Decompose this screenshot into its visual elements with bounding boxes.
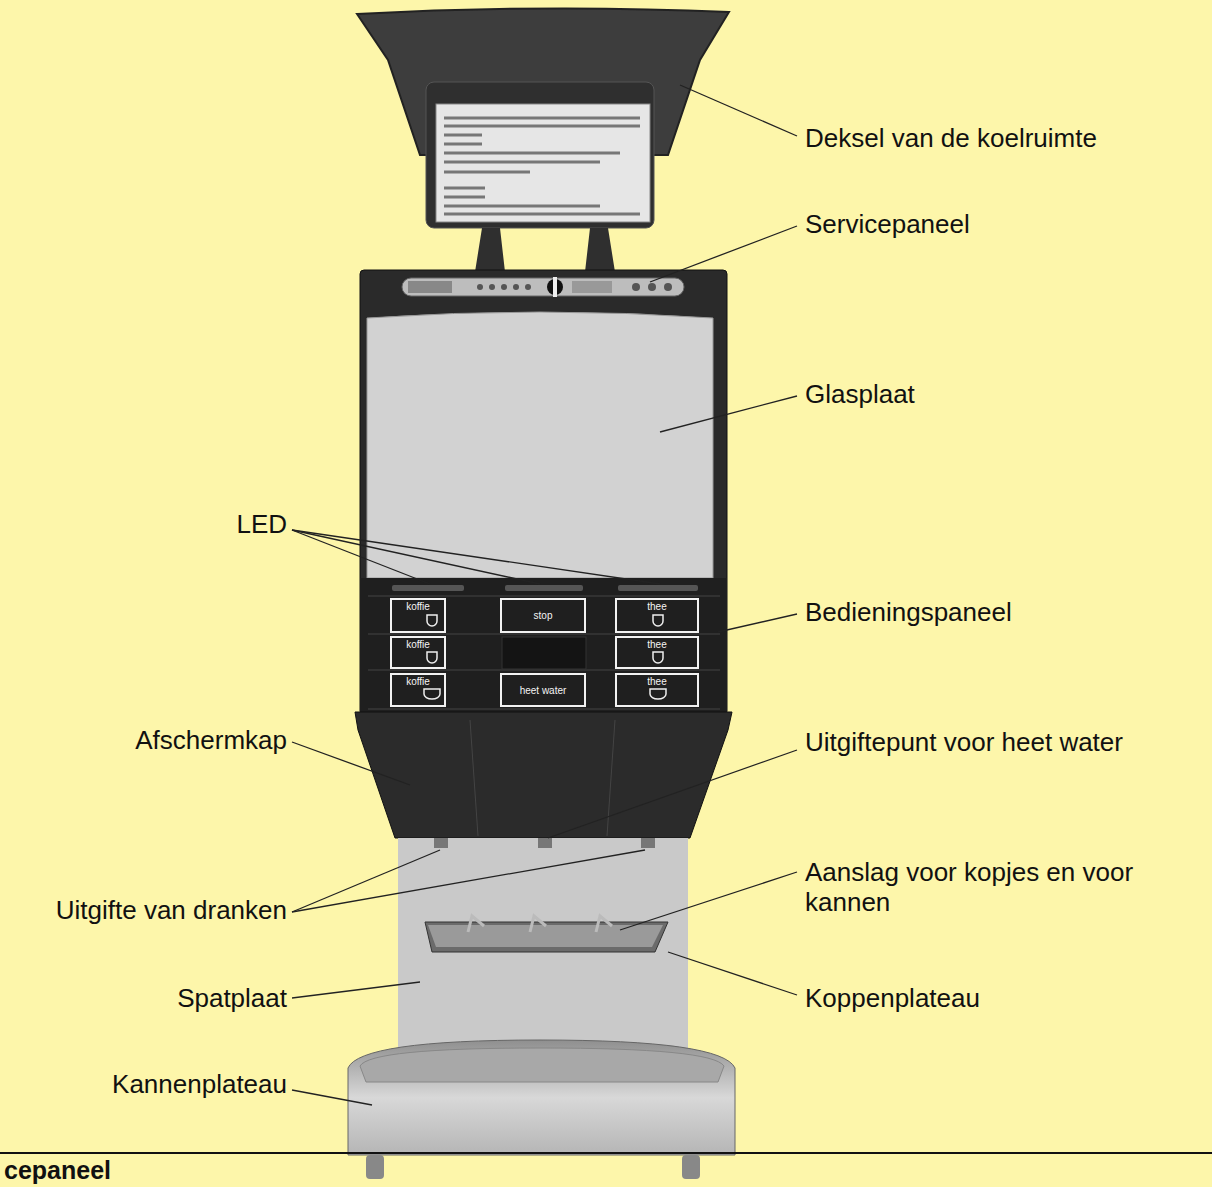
- drink-button: thee: [615, 636, 699, 669]
- part-label: Uitgifte van dranken: [56, 895, 287, 925]
- button-label: heet water: [520, 685, 567, 696]
- part-label: Glasplaat: [805, 379, 915, 409]
- glass-plate: [367, 312, 713, 578]
- button-label: stop: [534, 610, 553, 621]
- drink-button: stop: [500, 598, 586, 633]
- part-label: Aanslag voor kopjes en voor kannen: [805, 857, 1200, 917]
- leader-lines: [292, 85, 797, 1105]
- part-label: LED: [236, 509, 287, 539]
- drink-button: thee: [615, 598, 699, 633]
- part-label: Deksel van de koelruimte: [805, 123, 1097, 153]
- section-heading: cepaneel: [4, 1155, 111, 1185]
- cup-tray-grid: [428, 925, 663, 947]
- service-panel: [402, 278, 684, 296]
- part-label: Bedieningspaneel: [805, 597, 1012, 627]
- nozzles: [434, 838, 655, 848]
- button-label: koffie: [406, 601, 430, 612]
- button-label: koffie: [406, 639, 430, 650]
- jug-tray: [348, 1040, 735, 1155]
- drink-button: koffie: [390, 598, 446, 633]
- control-panel: [360, 578, 727, 712]
- service-panel-controls: [408, 277, 672, 297]
- lid-frame: [426, 82, 654, 228]
- part-label: Uitgiftepunt voor heet water: [805, 727, 1123, 757]
- shield-cap: [355, 712, 732, 838]
- led-strips: [392, 585, 698, 591]
- lid-screen: [436, 104, 650, 222]
- button-label: thee: [647, 639, 666, 650]
- blank-button: [502, 637, 586, 669]
- jug-tray-grid: [360, 1048, 724, 1082]
- cap-ribs: [470, 720, 615, 836]
- splash-plate: [398, 838, 688, 1053]
- panel-rows: [368, 596, 720, 709]
- section-rule: [0, 1152, 1212, 1154]
- lid-hinges: [475, 228, 615, 272]
- machine-body: [360, 270, 727, 715]
- cup-icons: [424, 615, 666, 699]
- part-label: Koppenplateau: [805, 983, 980, 1013]
- cup-stops: [468, 916, 612, 932]
- part-label: Servicepaneel: [805, 209, 970, 239]
- drink-button: thee: [615, 673, 699, 707]
- button-label: thee: [647, 601, 666, 612]
- drink-button: heet water: [500, 673, 586, 707]
- part-label: Kannenplateau: [112, 1069, 287, 1099]
- drink-button: koffie: [390, 636, 446, 669]
- button-label: koffie: [406, 676, 430, 687]
- part-label: Spatplaat: [177, 983, 287, 1013]
- part-label: Afschermkap: [135, 725, 287, 755]
- feet: [366, 1155, 700, 1179]
- drink-button: koffie: [390, 673, 446, 707]
- button-label: thee: [647, 676, 666, 687]
- screen-lines: [444, 118, 640, 214]
